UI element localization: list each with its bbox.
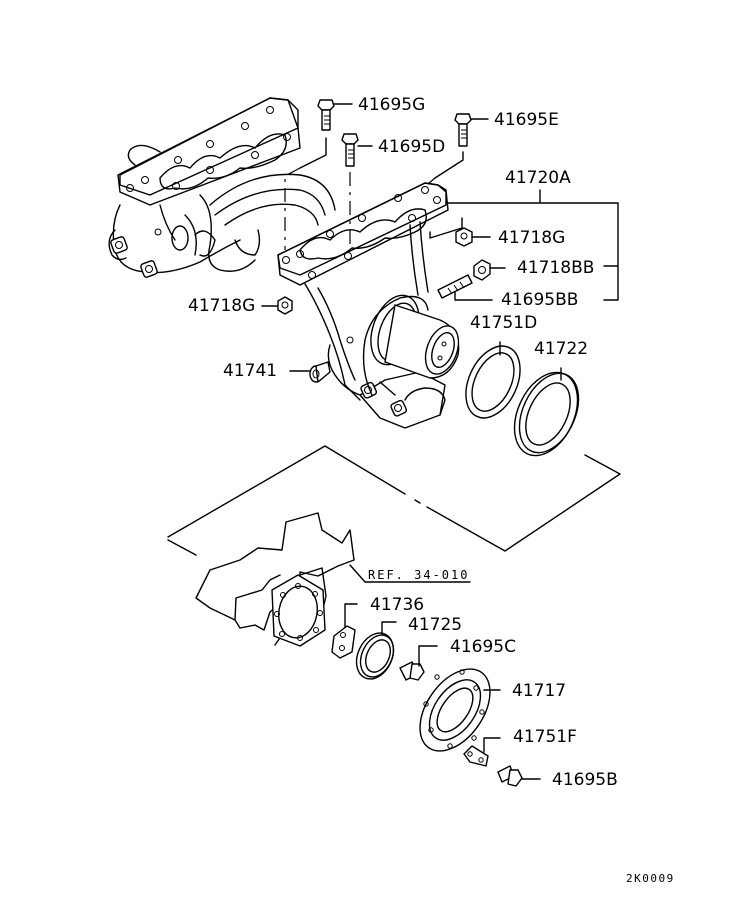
nut-41718G-lower (261, 296, 293, 315)
label-41695D: 41695D (378, 137, 445, 157)
label-41695B: 41695B (552, 770, 618, 790)
shim-41751D (465, 341, 521, 419)
seal-41722 (513, 367, 580, 457)
label-41725: 41725 (408, 615, 462, 635)
drawing-code: 2K0009 (626, 872, 675, 885)
label-41695E: 41695E (494, 110, 559, 130)
bolt-41695E (427, 113, 489, 185)
label-41722: 41722 (534, 339, 588, 359)
bolt-41695C (399, 645, 438, 681)
label-41718BB: 41718BB (517, 258, 594, 278)
rear-mount-bracket (108, 97, 336, 278)
label-41718G-lower: 41718G (188, 296, 255, 316)
stud-41695BB (437, 274, 493, 301)
label-41720A: 41720A (505, 168, 571, 188)
front-mount-bracket-41720A (277, 182, 460, 429)
label-41695BB: 41695BB (501, 290, 578, 310)
hidden-edge (429, 217, 463, 239)
bolt-41695G (284, 99, 353, 250)
label-reference: REF. 34-010 (368, 568, 469, 582)
nut-41718G-upper (455, 227, 491, 247)
bolt-41695B (497, 765, 541, 787)
gasket-41717 (419, 668, 501, 752)
lock-plate-41751F (463, 737, 501, 767)
label-41751D: 41751D (470, 313, 537, 333)
label-41718G-upper: 41718G (498, 228, 565, 248)
nut-41718BB (473, 259, 506, 281)
plate-41736 (331, 603, 358, 659)
leader-41720A (445, 189, 619, 301)
label-41695G: 41695G (358, 95, 425, 115)
label-41741: 41741 (223, 361, 277, 381)
assembly-frame (167, 445, 621, 556)
label-41695C: 41695C (450, 637, 516, 657)
plug-41741 (289, 361, 331, 383)
label-41751F: 41751F (513, 727, 577, 747)
bolt-41695D (341, 133, 373, 250)
label-41717: 41717 (512, 681, 566, 701)
differential-case-ref (195, 512, 471, 647)
label-41736: 41736 (370, 595, 424, 615)
cover-41725 (355, 621, 397, 680)
